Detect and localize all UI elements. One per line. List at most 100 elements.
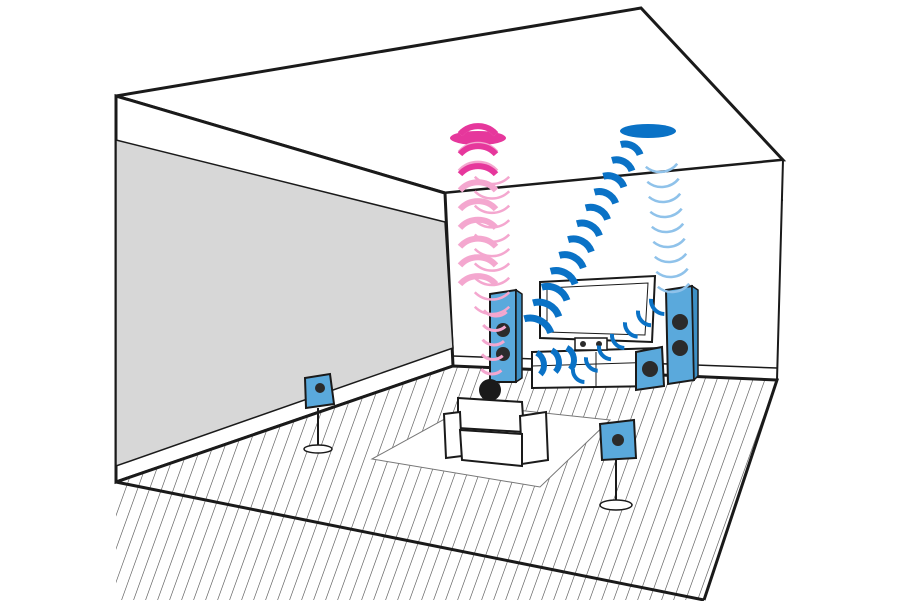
blue-wave-down-arc [652, 237, 686, 249]
floor-hatch-line [369, 366, 461, 600]
floor-hatch-line [0, 360, 4, 601]
blue-wave-up-arc [593, 188, 620, 205]
floor-hatch-line [0, 360, 16, 601]
blue-wave-forward-arc [596, 345, 612, 362]
sound-waves [457, 123, 691, 384]
floor-hatch-line [621, 366, 713, 600]
floor-bottom-edge [115, 480, 705, 601]
blue-wave-down-arc [647, 192, 682, 204]
floor-hatch-line [657, 366, 749, 600]
blue-wave-down-arc [653, 252, 688, 264]
blue-wave-forward-arc [648, 298, 665, 316]
floor-hatch-line [585, 366, 677, 600]
pink-wave-down-arc [482, 323, 507, 332]
blue-wave-up-arc [540, 282, 571, 302]
floor-hatch-line [321, 366, 413, 600]
blue-wave-up-arc [575, 219, 603, 238]
pink-wave-down-arc [473, 175, 511, 186]
floor-hatch-line [549, 366, 641, 600]
armchair-icon [442, 396, 550, 468]
pink-wave-down-arc [480, 353, 504, 362]
pink-wave-down-arc [473, 190, 511, 200]
blue-wave-up-arc [584, 203, 611, 221]
pink-wave-down-arc [473, 233, 511, 244]
blue-wave-center-arc [535, 350, 547, 377]
blue-wave-down-arc [649, 207, 683, 219]
blue-wave-down-arc [644, 162, 679, 174]
floor-hatch-line [0, 360, 88, 601]
front-left-speaker-icon [489, 288, 523, 384]
blue-wave-forward-arc [583, 357, 599, 373]
floor-hatch-line [22, 360, 112, 601]
pink-wave-up-arc [457, 254, 499, 268]
floor-hatch-line [0, 360, 76, 601]
floor-hatch-line [573, 366, 665, 600]
blue-wave-forward-arc [635, 310, 652, 328]
pink-wave-down-arc [473, 204, 511, 215]
ceiling-reflection-blue-icon [620, 124, 676, 138]
floor-hatch-line [0, 360, 28, 601]
pink-wave-up-arc [457, 198, 499, 212]
subwoofer-icon [635, 345, 666, 392]
floor-hatch-line [116, 366, 125, 600]
floor-hatch-line [0, 360, 40, 601]
floor-hatch-line [10, 360, 100, 601]
blue-wave-center-arc [550, 347, 562, 374]
floor-hatch-line [609, 366, 701, 600]
blue-wave-up-arc [567, 235, 595, 254]
blue-wave-down-arc [650, 222, 685, 234]
blue-wave-down-arc [656, 282, 691, 294]
pink-wave-down-arc [480, 368, 503, 376]
pink-wave-up-arc [457, 123, 499, 137]
floor-hatch-line [465, 366, 557, 600]
floor-hatch-line [477, 366, 569, 600]
floor-hatch-line [297, 366, 389, 600]
floor-hatch-line [453, 366, 545, 600]
pink-wave-down-arc [473, 262, 511, 272]
floor-hatch-line [513, 366, 605, 600]
pink-wave-down-arc [473, 305, 511, 316]
blue-wave-up-arc [619, 140, 644, 157]
floor-hatch-line [0, 360, 52, 601]
listener-head-icon [479, 379, 501, 401]
pink-wave-up-arc [457, 179, 499, 193]
surround-left-speaker-icon [303, 372, 336, 454]
floor-hatch-line [561, 366, 653, 600]
floor-hatch-line [633, 366, 725, 600]
blue-wave-forward-arc [623, 322, 638, 339]
pink-wave-down-arc [473, 291, 511, 301]
floor-hatch-line [681, 366, 773, 600]
floor-hatch-line [309, 366, 401, 600]
front-right-speaker-icon [664, 284, 699, 386]
floor-hatch-line [597, 366, 689, 600]
blue-wave-up-arc [523, 314, 555, 335]
blue-wave-down-arc [655, 267, 689, 279]
blue-wave-up-arc [532, 298, 563, 318]
pink-wave-down-arc [473, 276, 511, 287]
blue-wave-up-arc [611, 156, 636, 173]
pink-wave-down-arc [473, 219, 511, 229]
blue-wave-up-arc [549, 267, 579, 286]
ceiling-reflection-pink-icon [450, 131, 506, 145]
center-speaker-icon [574, 337, 608, 351]
blue-wave-forward-arc [609, 333, 625, 350]
pink-wave-up-arc [457, 273, 499, 287]
blue-wave-down-arc [646, 177, 680, 189]
floor-hatch-line [357, 366, 449, 600]
pink-wave-down-arc [481, 338, 506, 347]
pink-wave-up-arc [457, 216, 499, 231]
floor-hatch-line [0, 360, 64, 601]
floor-hatch-line [285, 366, 377, 600]
blue-wave-up-arc [602, 172, 628, 189]
floor-hatch-line [645, 366, 737, 600]
floor-hatch-line [669, 366, 761, 600]
blue-wave-center-arc [565, 345, 577, 372]
pink-wave-up-arc [457, 163, 499, 177]
floor-hatch-line [345, 366, 437, 600]
surround-right-speaker-icon [598, 418, 638, 511]
floor-hatch-line [501, 366, 593, 600]
blue-wave-up-arc [558, 251, 587, 270]
side-wall-shade [115, 139, 454, 468]
floor-hatch-line [333, 366, 425, 600]
pink-wave-down-arc [473, 247, 511, 258]
